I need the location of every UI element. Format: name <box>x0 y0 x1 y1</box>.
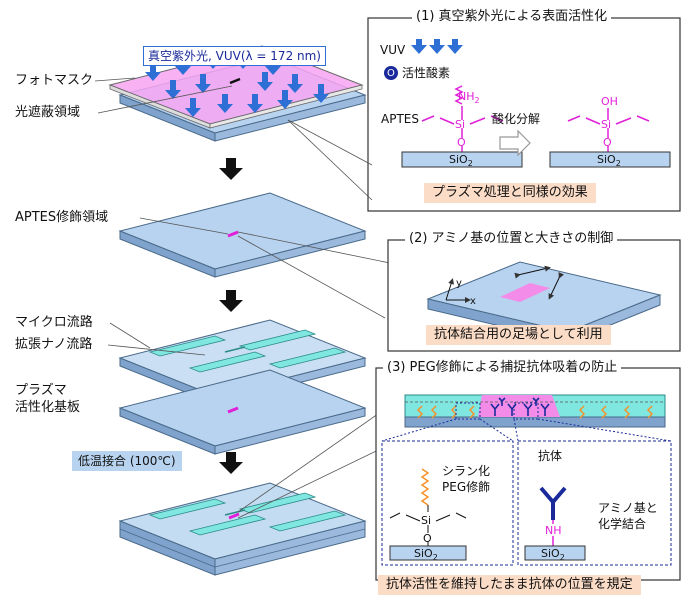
panel-2-title: (2) アミノ基の位置と大きさの制御 <box>405 231 618 247</box>
axes-icon <box>445 278 471 303</box>
oh-molecule <box>567 108 650 152</box>
bonded-chip <box>118 482 367 576</box>
shield-leader <box>97 85 233 114</box>
zoom-line-2a <box>237 231 391 264</box>
aptes-molecule <box>421 85 504 152</box>
aptes-text: APTES <box>381 112 419 126</box>
sio2-main: SiO <box>597 153 616 166</box>
sio2-label-3a: SiO2 <box>414 546 438 566</box>
sio2-sub: 2 <box>559 553 565 563</box>
sio2-substrate-1b <box>549 151 671 168</box>
aptes-leader <box>139 217 229 235</box>
ab-zoom-line-b <box>537 418 672 442</box>
panel-3-title: (3) PEG修飾による捕捉抗体吸着の防止 <box>383 360 622 376</box>
down-arrow-1 <box>219 158 243 180</box>
nh2-main: NH <box>458 90 475 103</box>
photomask-label: フォトマスク <box>15 73 94 88</box>
light-shield-label: 光遮蔽領域 <box>15 105 81 120</box>
microchannel-leader <box>109 322 151 349</box>
peg-chains <box>416 405 654 419</box>
sio2-substrate-3b <box>524 545 586 561</box>
vuv-small-arrows <box>411 39 463 54</box>
panel-2-scaffold: 抗体結合用の足場として利用 <box>426 325 611 345</box>
down-arrow-2 <box>219 290 243 312</box>
amino-label-line2: 化学結合 <box>598 517 647 531</box>
sio2-main: SiO <box>414 547 433 560</box>
axis-y-label: y <box>456 278 462 289</box>
nh2-sub: 2 <box>474 96 480 106</box>
panel-1-title: (1) 真空紫外光による表面活性化 <box>412 9 612 25</box>
nh-label: NH <box>545 524 562 537</box>
vuv-label: 真空紫外光, VUV(λ = 172 nm) <box>143 46 326 66</box>
antibody-detail-box <box>517 440 672 566</box>
antibody-molecule <box>539 486 567 546</box>
si-text-3: Si <box>421 514 432 527</box>
peg-zoom-box <box>455 402 481 420</box>
o-text-3: O <box>423 532 432 545</box>
peg-zoom-line-b <box>479 418 514 442</box>
plasma-substrate <box>118 369 367 455</box>
active-oxygen-symbol: O <box>387 68 395 79</box>
antibody-zoom-box <box>513 402 539 420</box>
zoom-line-2b <box>237 235 386 319</box>
sio2-label-1b: SiO2 <box>597 152 621 172</box>
sio2-label-1a: SiO2 <box>449 152 473 172</box>
peg-zoom-line-a <box>381 418 457 442</box>
down-arrow-3 <box>219 452 243 474</box>
nanochannel-label: 拡張ナノ流路 <box>15 337 93 352</box>
panel-3-bottom: 抗体活性を維持したまま抗体の位置を規定 <box>378 575 641 595</box>
zoom-line-1a <box>287 119 373 166</box>
aptes-substrate <box>118 192 367 278</box>
sio2-main: SiO <box>449 153 468 166</box>
size-arrows <box>514 265 564 300</box>
si-text-1: Si <box>455 118 466 131</box>
silane-label-line2: PEG修飾 <box>442 480 491 494</box>
si-text-2: Si <box>601 118 612 131</box>
panel-1-effect: プラズマ処理と同様の効果 <box>424 183 596 203</box>
decomposition-arrow <box>499 129 531 157</box>
sio2-substrate-3a <box>389 545 467 561</box>
bonding-label: 低温接合 (100℃) <box>72 451 182 471</box>
antibody-label: 抗体 <box>538 449 563 463</box>
active-oxygen-icon <box>384 66 398 80</box>
plasma-label-line2: 活性化基板 <box>15 400 81 415</box>
peg-detail-box <box>381 440 514 566</box>
amino-label-line1: アミノ基と <box>598 501 658 515</box>
nh2-text: NH2 <box>458 89 480 109</box>
sio2-main: SiO <box>541 547 560 560</box>
sio2-label-3b: SiO2 <box>541 546 565 566</box>
oxidative-label: 酸化分解 <box>492 112 541 126</box>
peg-molecule <box>389 468 467 546</box>
photomask-leader <box>94 77 136 82</box>
o-text-1: O <box>457 136 466 149</box>
sio2-sub: 2 <box>432 553 438 563</box>
sio2-sub: 2 <box>467 159 473 169</box>
vuv-text: VUV <box>380 43 406 57</box>
active-oxygen-label: 活性酸素 <box>402 66 451 80</box>
axis-x-label: x <box>470 296 476 307</box>
microchannel-label: マイクロ流路 <box>15 315 93 330</box>
panel-3-channel <box>404 394 666 428</box>
zoom-line-1b <box>287 119 373 201</box>
nanochannel-leader <box>107 344 206 356</box>
sio2-sub: 2 <box>615 159 621 169</box>
aptes-region-label: APTES修飾領域 <box>15 210 109 225</box>
oh-text: OH <box>601 95 618 108</box>
sio2-substrate-1a <box>401 151 523 168</box>
plasma-label-line1: プラズマ <box>15 383 67 398</box>
o-text-2: O <box>603 136 612 149</box>
silane-label-line1: シラン化 <box>442 464 491 478</box>
